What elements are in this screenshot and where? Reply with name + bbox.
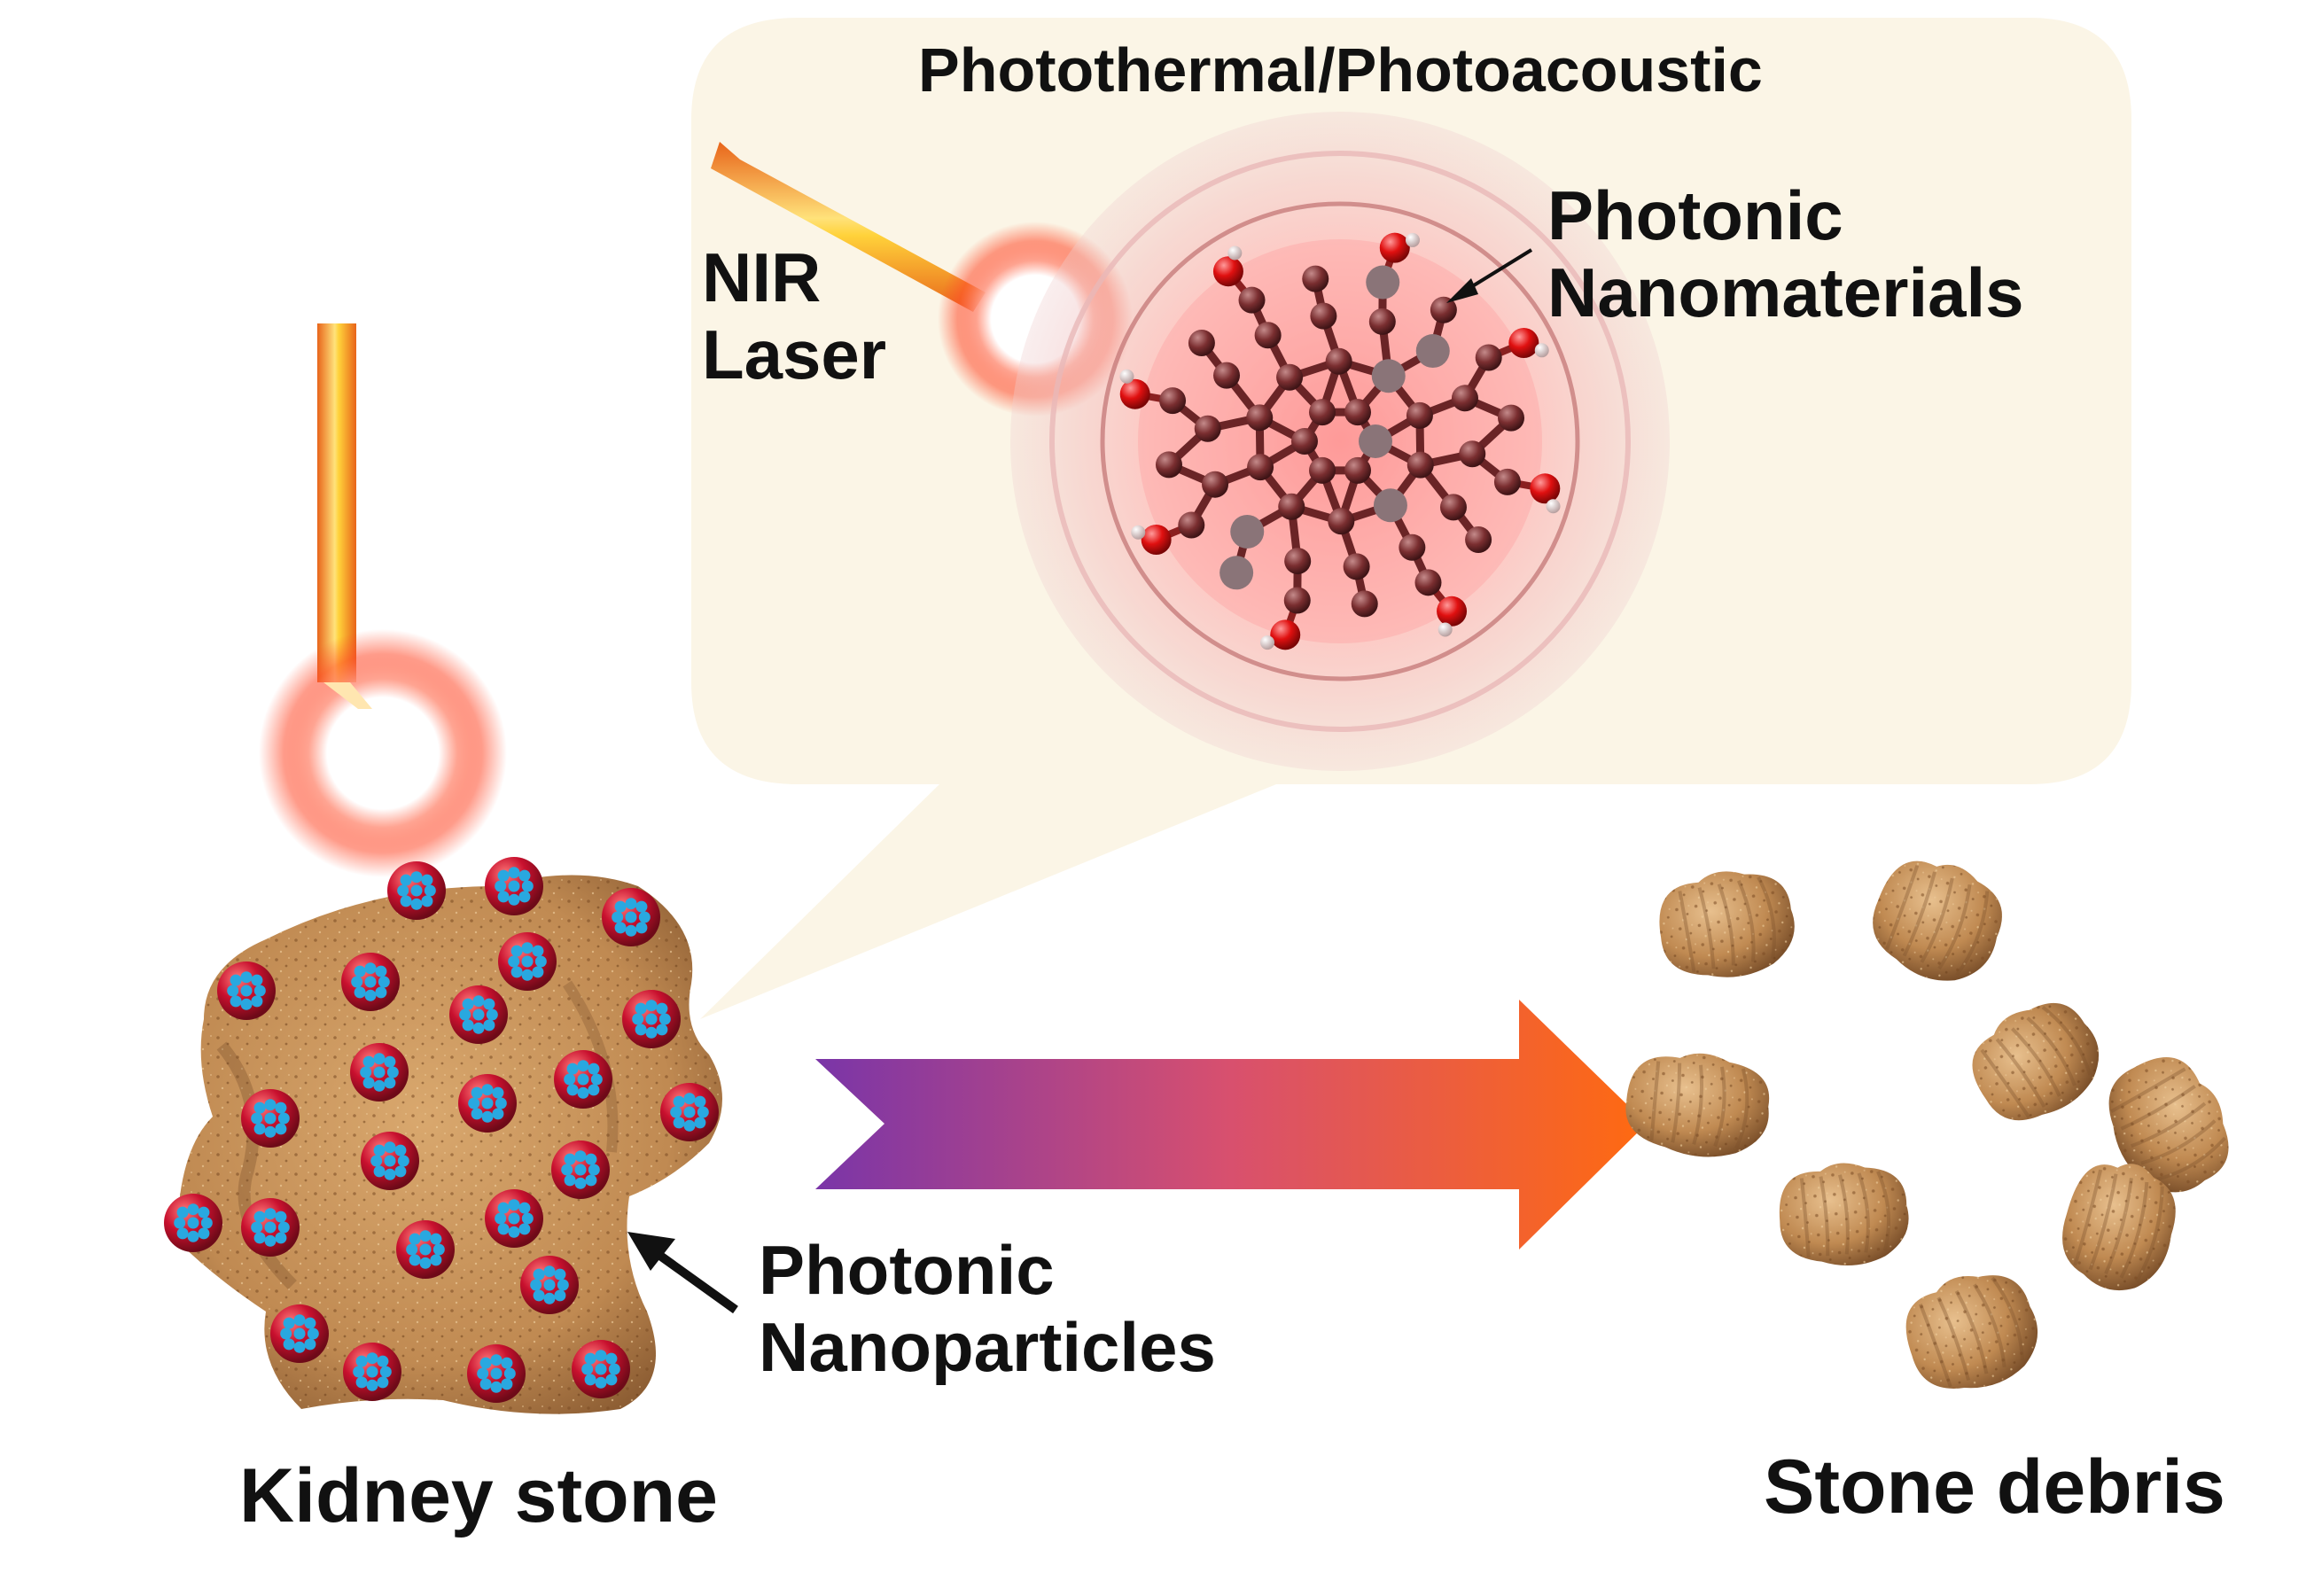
nanoparticle-icon <box>660 1083 719 1141</box>
photonic-nanomaterials-label-line-1: Photonic <box>1547 177 2024 254</box>
laser-beam-icon <box>259 323 507 877</box>
nanoparticle-icon <box>217 961 276 1020</box>
stone-fragment-icon <box>1858 845 2015 996</box>
nanoparticle-icon <box>361 1132 419 1190</box>
nanoparticle-icon <box>467 1344 526 1403</box>
nanoparticle-icon <box>498 932 557 991</box>
kidney-stone <box>164 857 722 1414</box>
nanoparticle-icon <box>270 1304 329 1363</box>
nanoparticle-icon <box>554 1050 612 1109</box>
nanoparticle-icon <box>485 1189 543 1248</box>
process-arrow <box>815 1000 1647 1250</box>
nir-laser-label: NIR Laser <box>702 239 886 394</box>
stone-debris-label: Stone debris <box>1764 1444 2225 1530</box>
nanoparticle-icon <box>622 990 681 1048</box>
nanoparticle-icon <box>350 1043 409 1102</box>
nanoparticle-icon <box>241 1089 300 1148</box>
nanoparticle-icon <box>387 861 446 920</box>
nanoparticle-icon <box>520 1256 579 1314</box>
stone-fragment-icon <box>1892 1257 2052 1407</box>
nanoparticle-icon <box>485 857 543 915</box>
stone-fragment-icon <box>1775 1157 1913 1271</box>
nanoparticle-icon <box>572 1340 630 1398</box>
nanoparticle-pointer-arrow <box>627 1232 736 1310</box>
stone-fragment-icon <box>1651 860 1802 988</box>
nanoparticle-icon <box>602 888 660 946</box>
photonic-nanoparticles-label-line-1: Photonic <box>759 1232 1216 1309</box>
stone-debris <box>1622 845 2249 1407</box>
nanoparticle-icon <box>241 1198 300 1257</box>
kidney-stone-label: Kidney stone <box>239 1453 718 1538</box>
diagram-title: Photothermal/Photoacoustic <box>918 35 1763 105</box>
nanoparticle-icon <box>341 953 400 1011</box>
photonic-nanomaterials-label-line-2: Nanomaterials <box>1547 254 2024 331</box>
photonic-nanoparticles-label-line-2: Nanoparticles <box>759 1309 1216 1386</box>
stone-fragment-icon <box>1954 983 2118 1141</box>
nir-laser-label-line-1: NIR <box>702 239 886 316</box>
nanoparticle-icon <box>396 1220 455 1279</box>
nanoparticle-icon <box>343 1343 401 1401</box>
laser-glow-icon <box>259 629 507 877</box>
photonic-nanomaterials-label: Photonic Nanomaterials <box>1547 177 2024 332</box>
nanoparticle-icon <box>551 1141 610 1199</box>
nanoparticle-icon <box>449 985 508 1044</box>
nanoparticle-icon <box>164 1194 222 1252</box>
nir-laser-label-line-2: Laser <box>702 316 886 393</box>
nanoparticle-icon <box>458 1074 517 1133</box>
stone-fragment-icon <box>1622 1047 1773 1163</box>
photonic-nanoparticles-label: Photonic Nanoparticles <box>759 1232 1216 1387</box>
